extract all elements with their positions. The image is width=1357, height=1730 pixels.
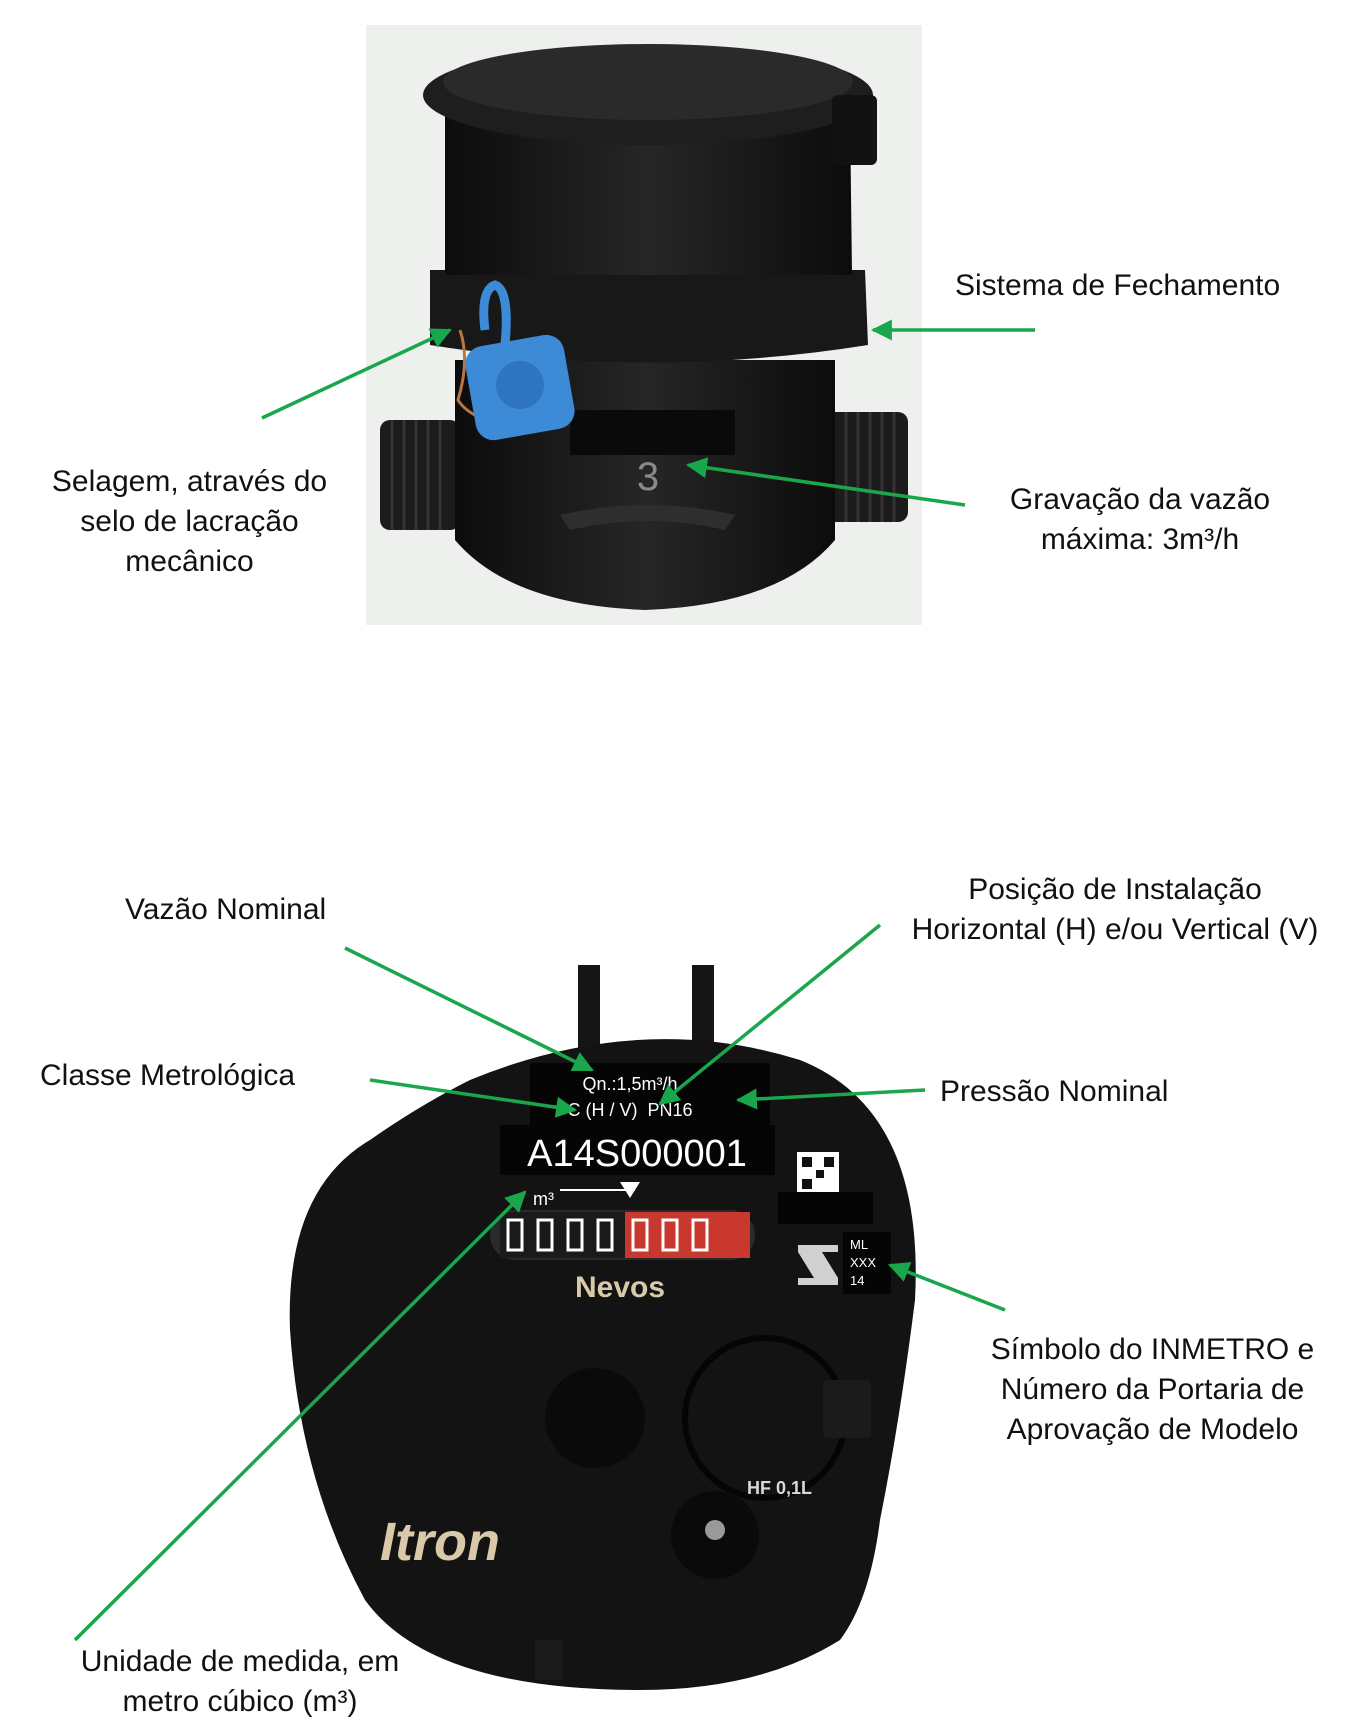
side-clip: [823, 1380, 871, 1438]
arrow-pressao: [735, 1088, 926, 1110]
label-line: metro cúbico (m³): [122, 1685, 358, 1718]
meter-top-illustration: 3: [380, 44, 908, 610]
label-line: Selagem, através do: [51, 465, 328, 498]
label-line: máxima: 3m³/h: [1040, 523, 1240, 556]
arrow-selagem: [261, 328, 452, 420]
top-clip-right: [692, 965, 714, 1050]
label-line: mecânico: [125, 545, 254, 578]
label-unidade-medida: Unidade de medida, em metro cúbico (m³): [45, 1642, 435, 1722]
inmetro-box: [843, 1232, 891, 1294]
label-line: Classe Metrológica: [40, 1059, 296, 1092]
label-classe-metrologica: Classe Metrológica: [40, 1056, 295, 1096]
drum-digit: [566, 1218, 584, 1252]
bottom-tab: [535, 1640, 563, 1680]
engraved-flow-value: 3: [637, 455, 659, 499]
label-line: Número da Portaria de: [1000, 1373, 1305, 1406]
arrow-vazao-nominal: [344, 946, 594, 1072]
label-selagem: Selagem, através do selo de lacração mec…: [12, 462, 367, 582]
label-line: Pressão Nominal: [940, 1075, 1169, 1108]
inmetro-line-1: ML: [850, 1237, 868, 1252]
inmetro-symbol: [798, 1245, 838, 1285]
unit-pointer: [620, 1182, 640, 1198]
drum-digit: [506, 1218, 524, 1252]
inmetro-line-2: XXX: [850, 1255, 876, 1270]
dial-face: [289, 1039, 916, 1690]
qr-code-block: [824, 1157, 834, 1167]
label-sistema-fechamento: Sistema de Fechamento: [955, 266, 1280, 306]
arrow-gravacao: [685, 457, 966, 507]
label-posicao-instalacao: Posição de Instalação Horizontal (H) e/o…: [880, 870, 1350, 950]
qr-code-block: [802, 1179, 812, 1189]
label-pressao-nominal: Pressão Nominal: [940, 1072, 1168, 1112]
qr-code-block: [802, 1157, 812, 1167]
label-simbolo-inmetro: Símbolo do INMETRO e Número da Portaria …: [955, 1330, 1350, 1450]
arrow-classe: [369, 1078, 578, 1118]
pulse-output-label: HF 0,1L: [747, 1478, 812, 1498]
round-knob: [545, 1368, 645, 1468]
inmetro-line-3: 14: [850, 1273, 864, 1288]
label-line: Símbolo do INMETRO e: [990, 1333, 1315, 1366]
class-position-pressure-text: C (H / V) PN16: [567, 1100, 692, 1120]
qr-code-block: [816, 1170, 824, 1178]
serial-number: A14S000001: [527, 1133, 747, 1175]
serial-plate: [500, 1125, 775, 1175]
drum-digit: [631, 1218, 649, 1252]
meter-dial-illustration: Qn.:1,5m³/h C (H / V) PN16 A14S000001 m³: [289, 965, 916, 1690]
label-gravacao: Gravação da vazão máxima: 3m³/h: [960, 480, 1320, 560]
label-line: Sistema de Fechamento: [955, 269, 1281, 302]
seal-emblem: [496, 361, 544, 409]
label-line: Gravação da vazão: [1009, 483, 1271, 516]
lid-top: [443, 44, 853, 120]
drum-digit: [661, 1218, 679, 1252]
label-line: selo de lacração: [80, 505, 299, 538]
drum-digit: [536, 1218, 554, 1252]
arrow-inmetro: [888, 1262, 1006, 1312]
lid-latch: [832, 95, 877, 165]
label-line: Vazão Nominal: [125, 893, 327, 926]
masked-box: [778, 1192, 873, 1224]
drum-digit: [691, 1218, 709, 1252]
label-line: Posição de Instalação: [968, 873, 1262, 906]
label-vazao-nominal: Vazão Nominal: [125, 890, 326, 930]
top-clip-left: [578, 965, 600, 1050]
manufacturer-logo: Itron: [380, 1512, 500, 1572]
seal-loop: [479, 280, 511, 346]
model-name: Nevos: [575, 1271, 665, 1304]
drum-digit: [596, 1218, 614, 1252]
nominal-flow-text: Qn.:1,5m³/h: [582, 1074, 677, 1094]
pulse-screw: [705, 1520, 725, 1540]
label-line: Horizontal (H) e/ou Vertical (V): [911, 913, 1319, 946]
label-line: Aprovação de Modelo: [1006, 1413, 1299, 1446]
arrow-unidade: [73, 1190, 527, 1642]
upper-cylinder: [445, 110, 852, 275]
label-line: Unidade de medida, em: [80, 1645, 400, 1678]
body-ridge: [560, 505, 735, 530]
engraving-plate: [570, 410, 735, 455]
unit-label: m³: [533, 1189, 554, 1209]
arrow-posicao: [658, 923, 882, 1106]
